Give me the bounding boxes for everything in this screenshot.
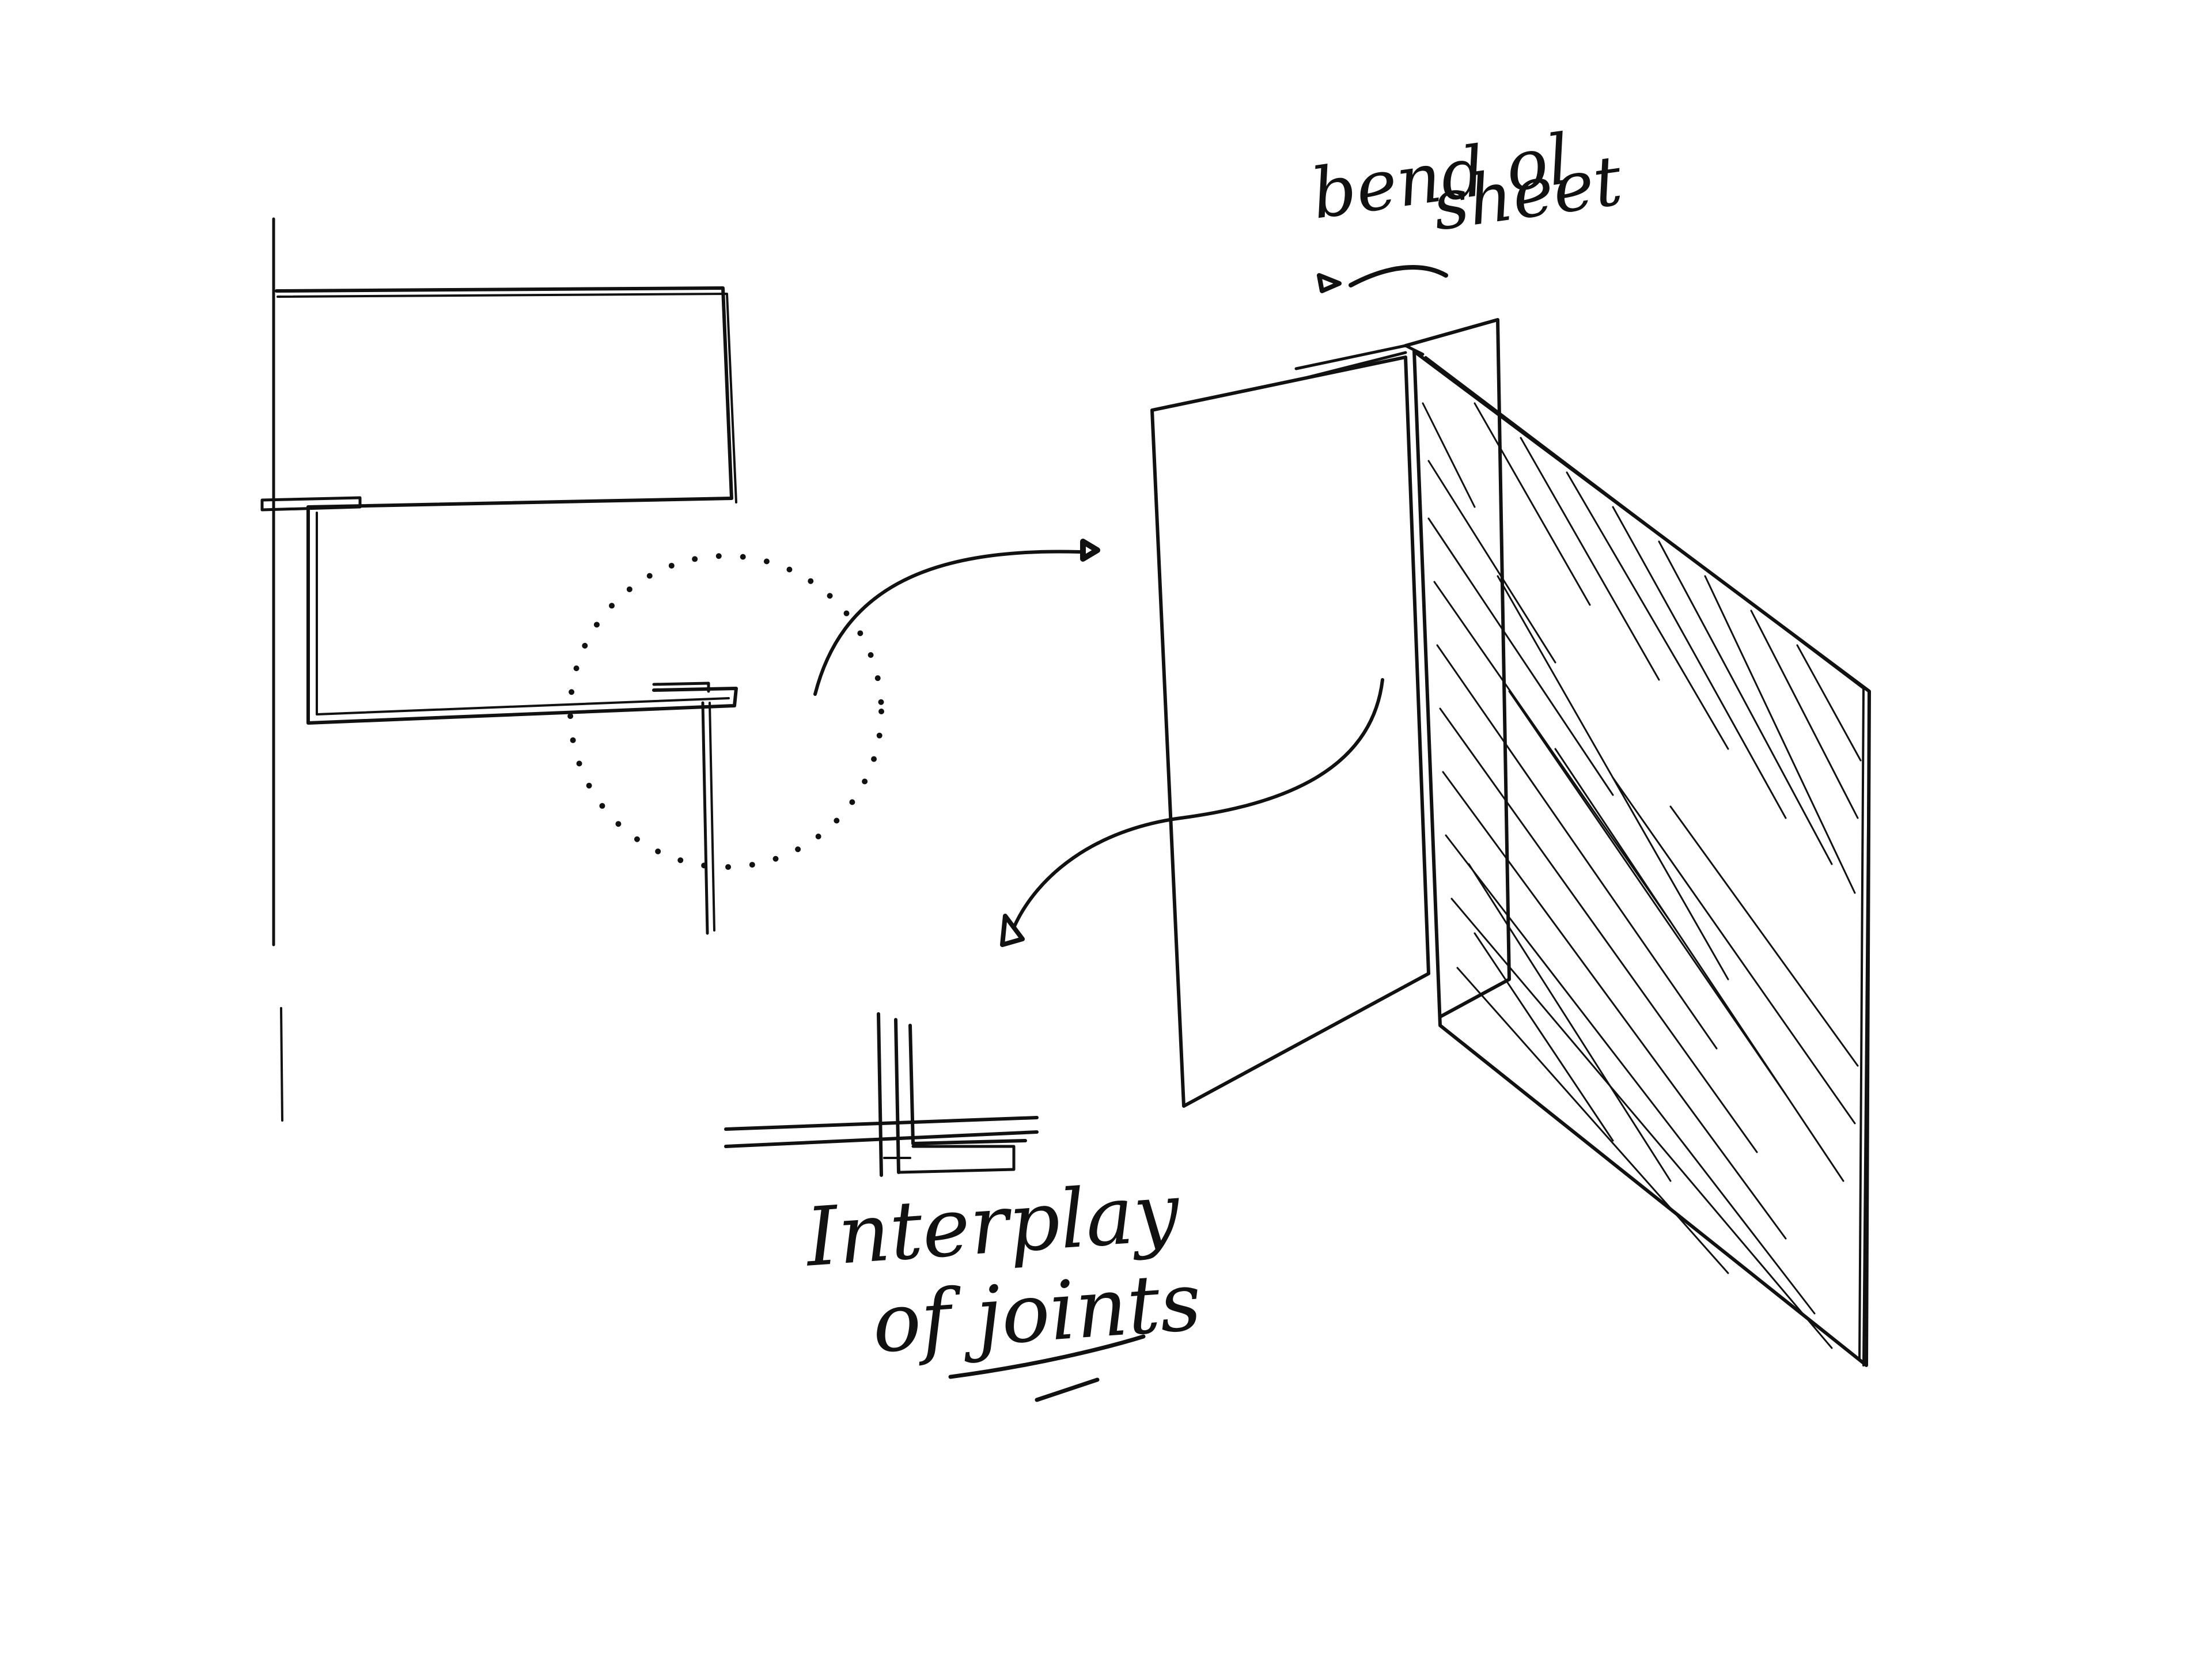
plan-wall-line xyxy=(272,217,283,1122)
plan-upper-panel xyxy=(275,286,737,509)
detail-callout-circle xyxy=(567,553,884,870)
callout-arrow-right xyxy=(813,539,1100,696)
plan-lower-panel xyxy=(260,496,738,935)
front-panel-3d xyxy=(1150,344,1430,1108)
top-arrow-indicator xyxy=(1317,265,1448,293)
bent-sheet-hatching xyxy=(1422,402,1862,1349)
bent-sheet-3d xyxy=(1404,318,1871,1367)
label-underline xyxy=(948,1334,1146,1402)
joint-detail-sketch xyxy=(724,1012,1039,1177)
callout-arrow-left xyxy=(1000,678,1384,947)
label-interplay-line2: of joints xyxy=(869,1255,1205,1372)
